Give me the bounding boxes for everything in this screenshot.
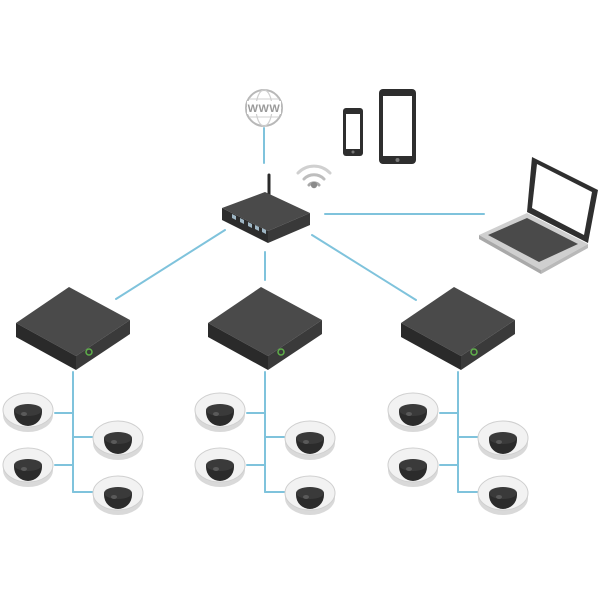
connection-line <box>311 234 417 301</box>
dome-camera-icon <box>194 447 246 487</box>
wifi-icon <box>296 164 332 189</box>
connection-lines <box>54 127 485 493</box>
connection-line <box>115 229 226 300</box>
dome-camera-icon <box>284 420 336 460</box>
globe-icon: WWW <box>245 89 283 127</box>
recorder-icon <box>16 287 130 370</box>
router-icon <box>222 173 310 243</box>
recorder-icon <box>208 287 322 370</box>
dome-camera-icon <box>2 392 54 432</box>
laptop-icon <box>479 157 598 274</box>
dome-camera-icon <box>477 420 529 460</box>
dome-camera-icon <box>194 392 246 432</box>
dome-camera-icon <box>2 447 54 487</box>
cameras-group <box>2 392 529 515</box>
internet-label: WWW <box>248 103 281 115</box>
dome-camera-icon <box>477 475 529 515</box>
dome-camera-icon <box>92 420 144 460</box>
dome-camera-icon <box>387 392 439 432</box>
recorders-group <box>16 287 515 370</box>
tablet-icon <box>379 89 416 164</box>
dome-camera-icon <box>92 475 144 515</box>
dome-camera-icon <box>284 475 336 515</box>
smartphone-icon <box>343 108 363 156</box>
recorder-icon <box>401 287 515 370</box>
dome-camera-icon <box>387 447 439 487</box>
